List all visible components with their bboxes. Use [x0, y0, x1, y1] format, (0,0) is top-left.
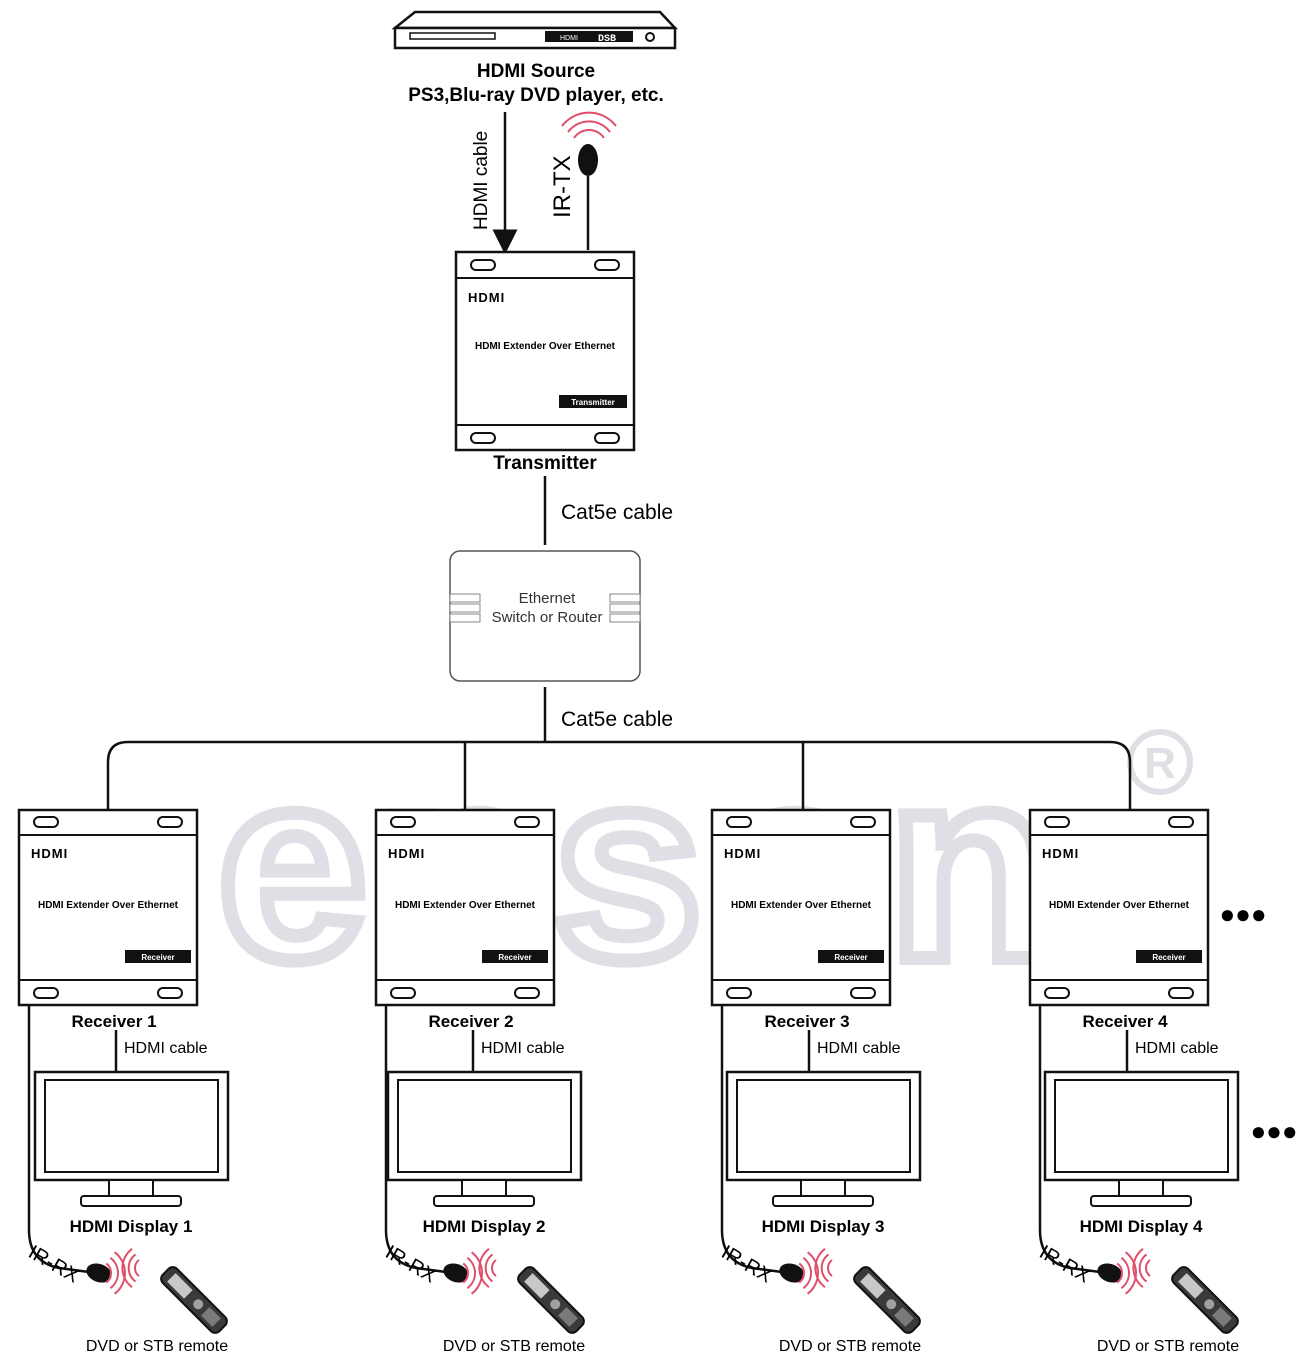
- source-subtitle: PS3,Blu-ray DVD player, etc.: [408, 85, 664, 106]
- receiver-badge: Receiver: [141, 953, 174, 962]
- source-title: HDMI Source: [477, 61, 595, 82]
- receiver-box: [17, 808, 199, 1007]
- remote-control-icon: [853, 1266, 921, 1334]
- receiver-unit-3: HDMI HDMI Extender Over EthernetReceiverR…: [710, 808, 922, 1355]
- hdmi-logo: HDMI: [724, 846, 761, 861]
- ir-rx-cable: [384, 1005, 447, 1274]
- source-display-text: DSB: [598, 34, 616, 45]
- ir-rx-label: IR-RX: [382, 1241, 440, 1287]
- ir-rx-icon: [779, 1263, 805, 1283]
- ir-rx-icon: [443, 1263, 469, 1283]
- receiver-product-name: HDMI Extender Over Ethernet: [1049, 900, 1190, 911]
- receiver-unit-4: HDMI HDMI Extender Over EthernetReceiverR…: [1028, 808, 1240, 1355]
- mounting-slot: [850, 987, 876, 999]
- mounting-slot: [157, 816, 183, 828]
- transmitter-badge: Transmitter: [571, 398, 615, 407]
- mounting-slot: [850, 816, 876, 828]
- mounting-slot: [1044, 987, 1070, 999]
- switch-line1: Ethernet: [519, 590, 577, 607]
- remote-caption: DVD or STB remote: [443, 1338, 585, 1355]
- receiver-caption: Receiver 1: [71, 1012, 156, 1031]
- cat5e-top-label: Cat5e cable: [561, 501, 673, 524]
- ir-rx-cable: [720, 1005, 783, 1274]
- hdmi-logo: HDMI: [31, 846, 68, 861]
- display-caption: HDMI Display 4: [1080, 1217, 1203, 1236]
- receiver-product-name: HDMI Extender Over Ethernet: [731, 900, 872, 911]
- mounting-slot: [726, 816, 752, 828]
- mounting-slot: [157, 987, 183, 999]
- mounting-slot: [33, 816, 59, 828]
- ir-tx-icon: [578, 144, 598, 176]
- more-displays-indicator: ●●●: [1250, 1116, 1297, 1146]
- remote-caption: DVD or STB remote: [86, 1338, 228, 1355]
- watermark-logo: enson R: [210, 708, 1193, 1023]
- transmitter-product-name: HDMI Extender Over Ethernet: [475, 341, 616, 352]
- hdmi-source-device: HDMI DSB: [391, 10, 678, 50]
- receiver-unit-2: HDMI HDMI Extender Over EthernetReceiverR…: [374, 808, 585, 1355]
- mounting-slot: [33, 987, 59, 999]
- watermark-text: enson: [217, 715, 1062, 1016]
- receiver-unit-1: HDMI HDMI Extender Over EthernetReceiverR…: [17, 808, 230, 1355]
- mounting-slot: [1168, 816, 1194, 828]
- receiver-badge: Receiver: [498, 953, 531, 962]
- remote-caption: DVD or STB remote: [1097, 1338, 1239, 1355]
- ir-tx-label: IR-TX: [549, 155, 576, 218]
- source-display-small: HDMI: [560, 35, 578, 42]
- transmitter-caption: Transmitter: [493, 453, 597, 474]
- remote-control-icon: [160, 1266, 228, 1334]
- ir-tx-emitter: [561, 111, 617, 250]
- hdmi-logo: HDMI: [468, 290, 505, 305]
- display-caption: HDMI Display 1: [70, 1217, 193, 1236]
- cat5e-bottom-label: Cat5e cable: [561, 708, 673, 731]
- display-cable-label: HDMI cable: [124, 1040, 208, 1057]
- ir-rx-cable: [1038, 1005, 1101, 1274]
- mounting-slot: [514, 987, 540, 999]
- mounting-slot: [390, 816, 416, 828]
- mounting-slot: [514, 816, 540, 828]
- display-cable-label: HDMI cable: [481, 1040, 565, 1057]
- receiver-badge: Receiver: [834, 953, 867, 962]
- remote-caption: DVD or STB remote: [779, 1338, 921, 1355]
- receiver-product-name: HDMI Extender Over Ethernet: [38, 900, 179, 911]
- receiver-caption: Receiver 3: [764, 1012, 849, 1031]
- mounting-slot: [1168, 987, 1194, 999]
- ethernet-switch: Ethernet Switch or Router: [449, 550, 641, 682]
- receiver-caption: Receiver 2: [428, 1012, 513, 1031]
- hdmi-logo: HDMI: [388, 846, 425, 861]
- disc-tray: [409, 32, 496, 40]
- ir-rx-label: IR-RX: [1036, 1241, 1094, 1287]
- power-button-icon: [645, 32, 655, 42]
- hdmi-logo: HDMI: [1042, 846, 1079, 861]
- display-cable-label: HDMI cable: [817, 1040, 901, 1057]
- display-cable-label: HDMI cable: [1135, 1040, 1219, 1057]
- receiver-box: [710, 808, 892, 1007]
- receiver-caption: Receiver 4: [1082, 1012, 1168, 1031]
- receiver-product-name: HDMI Extender Over Ethernet: [395, 900, 536, 911]
- ir-rx-label: IR-RX: [25, 1241, 83, 1287]
- switch-line2: Switch or Router: [492, 609, 603, 626]
- more-receivers-indicator: ●●●: [1219, 899, 1266, 929]
- mounting-slot: [726, 987, 752, 999]
- ir-rx-cable: [27, 1005, 90, 1274]
- receiver-badge: Receiver: [1152, 953, 1185, 962]
- distribution-bus: [106, 740, 1132, 810]
- receiver-box: [1028, 808, 1210, 1007]
- remote-control-icon: [517, 1266, 585, 1334]
- ir-rx-label: IR-RX: [718, 1241, 776, 1287]
- mounting-slot: [1044, 816, 1070, 828]
- watermark-registered-letter: R: [1144, 739, 1176, 788]
- ir-rx-icon: [1097, 1263, 1123, 1283]
- mounting-slot: [390, 987, 416, 999]
- transmitter-box: HDMI HDMI Extender Over Ethernet Transmi…: [454, 250, 636, 452]
- display-caption: HDMI Display 2: [423, 1217, 546, 1236]
- display-caption: HDMI Display 3: [762, 1217, 885, 1236]
- hdmi-cable-label: HDMI cable: [471, 131, 492, 230]
- source-display: [545, 31, 633, 42]
- ir-rx-icon: [86, 1263, 112, 1283]
- receiver-box: [374, 808, 556, 1007]
- remote-control-icon: [1171, 1266, 1239, 1334]
